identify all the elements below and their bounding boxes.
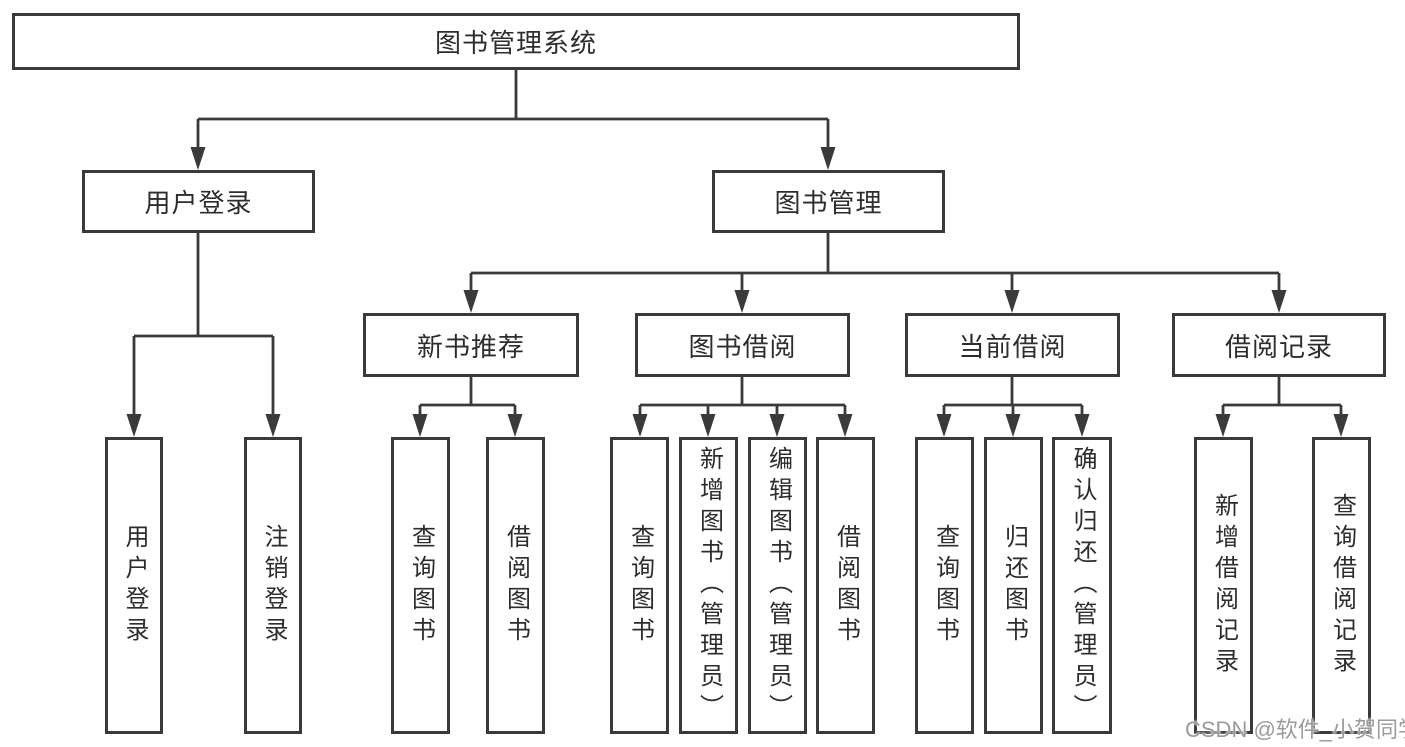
leaf-edit-book-admin: 编辑图书（管理员） [748,437,807,734]
arrow-down-icon [1333,414,1349,437]
node-user-login: 用户登录 [82,170,315,233]
node-borrow-records-label: 借阅记录 [1224,331,1333,362]
arrow-down-icon [190,147,206,170]
leaf-query-borrow-record-label: 查询借阅记录 [1328,492,1356,679]
connector-root-split [196,69,830,150]
arrow-down-icon [700,414,716,437]
arrowheads [126,147,1349,437]
leaf-return-book-label: 归还图书 [1000,523,1028,648]
leaf-borrow-books-newrec-label: 借阅图书 [502,523,530,648]
leaf-borrow-books-newrec: 借阅图书 [486,437,545,734]
leaf-confirm-return-admin-label: 确认归还（管理员） [1069,446,1096,725]
arrow-down-icon [820,147,836,170]
leaf-return-book: 归还图书 [984,437,1043,734]
connector-book-borrow-split [638,377,847,420]
node-root-label: 图书管理系统 [434,28,597,58]
node-book-borrow-label: 图书借阅 [688,331,797,362]
arrow-down-icon [837,414,853,437]
arrow-down-icon [126,414,142,437]
connector-user-login-split [132,233,275,420]
leaf-user-login: 用户登录 [105,437,163,734]
leaf-query-books-newrec-label: 查询图书 [407,523,435,648]
node-book-mgmt: 图书管理 [712,170,945,233]
arrow-down-icon [463,290,479,313]
arrow-down-icon [507,414,523,437]
node-book-mgmt-label: 图书管理 [774,188,883,218]
arrow-down-icon [1215,414,1231,437]
leaf-query-books-newrec: 查询图书 [391,437,450,734]
leaf-query-books-borrow-label: 查询图书 [626,523,654,648]
node-user-login-label: 用户登录 [144,188,253,218]
node-new-book-rec: 新书推荐 [363,313,579,377]
node-current-borrow: 当前借阅 [905,313,1120,377]
leaf-confirm-return-admin: 确认归还（管理员） [1052,437,1112,734]
connector-current-borrow-split [942,377,1084,420]
leaf-logout-label: 注销登录 [260,523,287,648]
leaf-add-book-admin: 新增图书（管理员） [679,437,738,734]
leaf-add-book-admin-label: 新增图书（管理员） [695,446,723,725]
leaf-query-books-current-label: 查询图书 [931,523,959,648]
connector-records-split [1221,377,1343,420]
arrow-down-icon [632,414,648,437]
leaf-query-books-current: 查询图书 [915,437,974,734]
arrow-down-icon [769,414,785,437]
node-root: 图书管理系统 [12,13,1020,70]
node-current-borrow-label: 当前借阅 [958,331,1067,362]
leaf-query-borrow-record: 查询借阅记录 [1312,437,1371,734]
connector-book-mgmt-split [469,233,1281,296]
leaf-query-books-borrow: 查询图书 [610,437,669,734]
arrow-down-icon [936,414,952,437]
leaf-logout: 注销登录 [244,437,302,734]
node-new-book-rec-label: 新书推荐 [416,331,525,362]
node-borrow-records: 借阅记录 [1172,313,1386,377]
arrow-down-icon [1004,290,1020,313]
connector-new-book-split [418,377,517,420]
arrow-down-icon [412,414,428,437]
leaf-borrow-books-borrow: 借阅图书 [816,437,875,734]
leaf-user-login-label: 用户登录 [121,523,148,648]
arrow-down-icon [1074,414,1090,437]
watermark: CSDN @软件_小贺同学 [1185,717,1405,742]
arrow-down-icon [734,290,750,313]
leaf-add-borrow-record-label: 新增借阅记录 [1210,492,1238,679]
node-book-borrow: 图书借阅 [635,313,850,377]
leaf-borrow-books-borrow-label: 借阅图书 [832,523,860,648]
arrow-down-icon [1271,290,1287,313]
arrow-down-icon [1005,414,1021,437]
leaf-edit-book-admin-label: 编辑图书（管理员） [764,446,792,725]
arrow-down-icon [265,414,281,437]
leaf-add-borrow-record: 新增借阅记录 [1194,437,1253,734]
